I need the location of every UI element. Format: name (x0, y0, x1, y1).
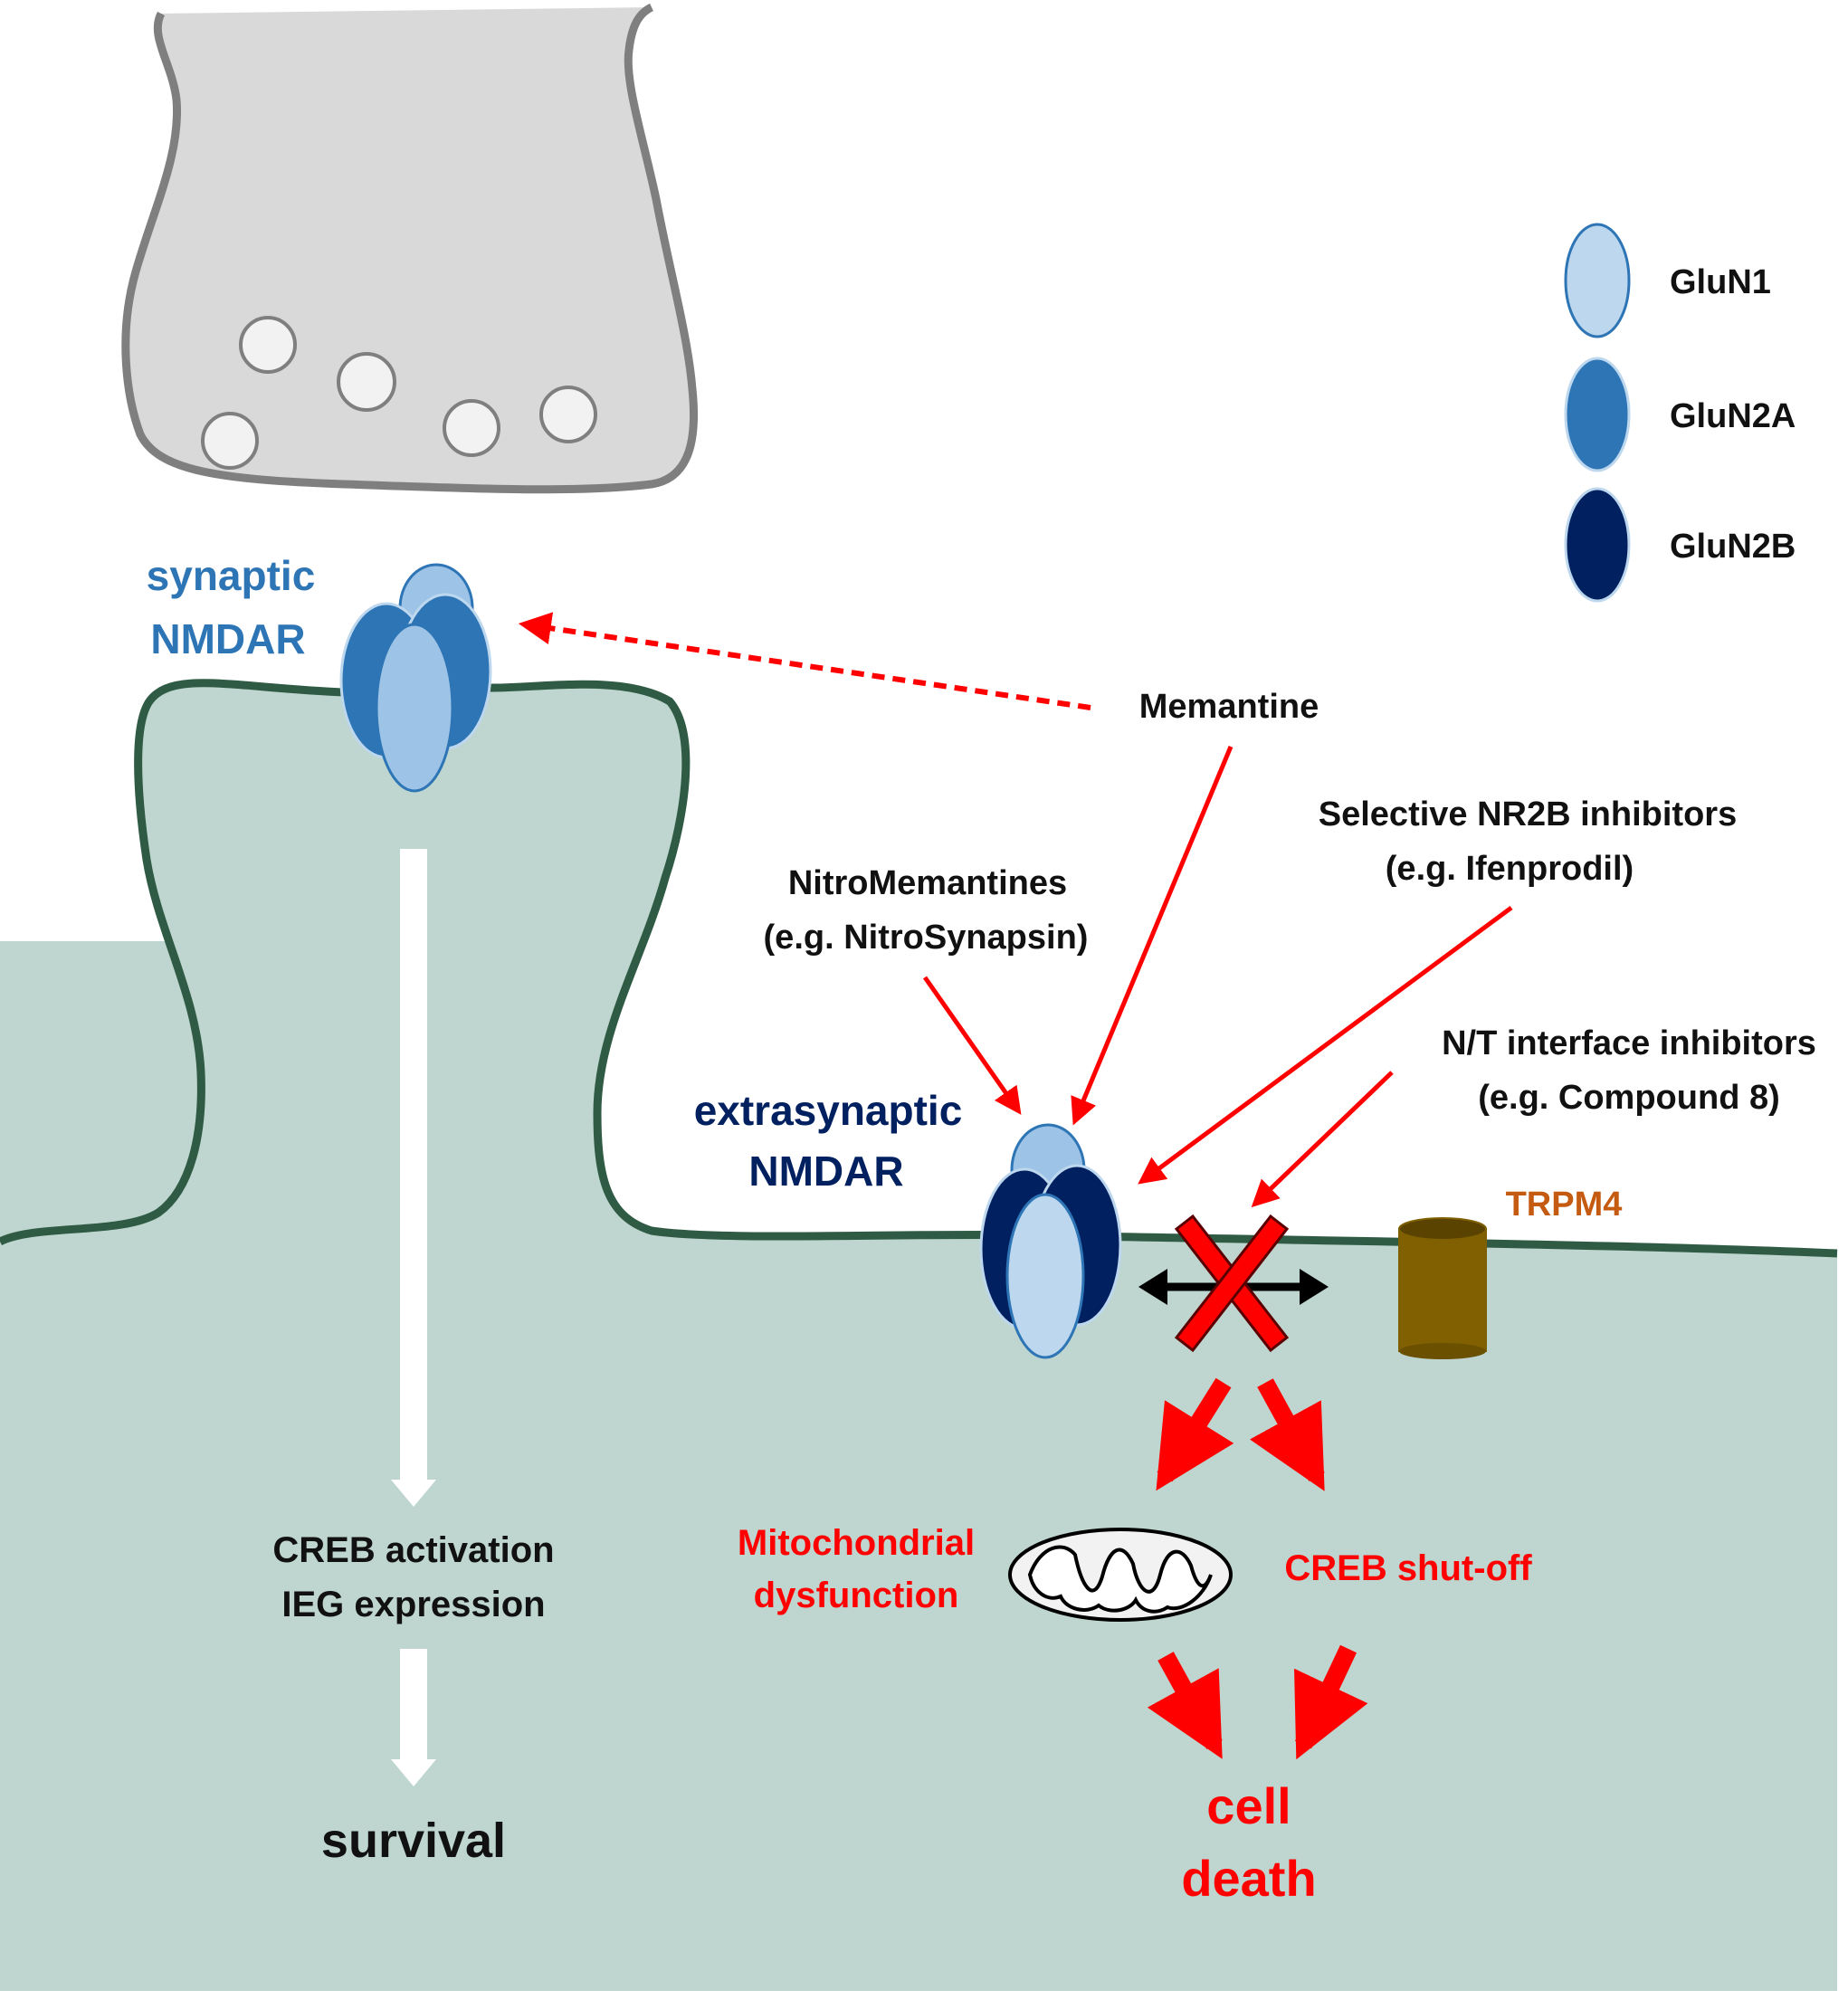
presynaptic-terminal (121, 3, 698, 494)
synaptic-vesicles (201, 316, 597, 470)
legend-glun2a-swatch (1564, 357, 1631, 472)
survival-arrow-shaft (400, 1649, 427, 1762)
ieg-expression-label: IEG expression (281, 1585, 545, 1624)
memantine-extrasynaptic-arrow (1071, 746, 1234, 1126)
mitochondrial-dysfunction-label: Mitochondrial (738, 1523, 975, 1563)
synaptic-vesicle (337, 352, 396, 412)
mitochondrion-icon (1008, 1528, 1233, 1622)
synaptic-vesicle (539, 386, 597, 443)
interaction-arrow-left (1138, 1269, 1167, 1305)
cell-membrane (0, 679, 1838, 1258)
trpm4-label: TRPM4 (1506, 1186, 1623, 1224)
extrasynaptic-nmdar-label: NMDAR (748, 1148, 903, 1195)
legend-glun2b-swatch (1564, 487, 1631, 603)
synaptic-vesicle (239, 316, 297, 374)
synaptic-nmdar (339, 563, 492, 793)
trpm4-body (1398, 1228, 1487, 1352)
legend-glun2a-label: GluN2A (1670, 397, 1796, 435)
nr2b-inhibitor-label: Selective NR2B inhibitors (1319, 795, 1737, 833)
survival-label: survival (321, 1814, 506, 1868)
creb-activation-label: CREB activation (272, 1530, 554, 1570)
legend-glun1-swatch (1564, 223, 1631, 338)
synaptic-vesicle (201, 412, 259, 470)
nr2b-inhibitor-arrow (1138, 905, 1513, 1185)
blocked-x-icon (1174, 1214, 1290, 1353)
cell-death-label: cell (1206, 1777, 1291, 1834)
legend-glun2b-label: GluN2B (1670, 528, 1796, 566)
death-arrows (1147, 1377, 1368, 1760)
interaction-arrow-right (1300, 1269, 1329, 1305)
extrasynaptic-nmdar (979, 1123, 1122, 1359)
memantine-label: Memantine (1139, 688, 1319, 726)
survival-arrow-shaft (400, 849, 427, 1482)
trpm4-bottom (1399, 1343, 1486, 1359)
nitromemantine-example: (e.g. NitroSynapsin) (764, 919, 1089, 957)
synaptic-vesicle (443, 399, 500, 457)
survival-arrow-head (391, 1480, 436, 1507)
creb-shutoff-label: CREB shut-off (1284, 1548, 1532, 1588)
memantine-synaptic-arrow (518, 612, 1091, 710)
drug-arrows (518, 612, 1513, 1208)
nr2b-inhibitor-example: (e.g. Ifenprodil) (1386, 850, 1634, 888)
cell-death-label: death (1181, 1850, 1316, 1907)
glun1-subunit (375, 623, 454, 793)
nt-inhibitor-arrow (1251, 1071, 1394, 1208)
nitromemantine-label: NitroMemantines (788, 864, 1067, 902)
trpm4-top (1398, 1217, 1487, 1241)
trpm4-channel (1398, 1217, 1487, 1359)
nt-inhibitor-example: (e.g. Compound 8) (1478, 1079, 1780, 1117)
to-mitochondria-arrow (1156, 1377, 1234, 1491)
glun1-subunit (1005, 1193, 1085, 1359)
nmdar-trpm4-interaction (1138, 1214, 1329, 1353)
survival-arrow-head (391, 1759, 436, 1786)
legend: GluN1 GluN2A GluN2B (1564, 223, 1796, 603)
mito-to-death-arrow (1147, 1652, 1223, 1759)
legend-glun1-label: GluN1 (1670, 263, 1771, 301)
nt-inhibitor-label: N/T interface inhibitors (1442, 1024, 1816, 1062)
synaptic-nmdar-label: NMDAR (150, 615, 305, 662)
extrasynaptic-nmdar-label: extrasynaptic (694, 1087, 963, 1134)
to-creb-shutoff-arrow (1249, 1378, 1325, 1491)
creb-to-death-arrow (1294, 1644, 1368, 1760)
mitochondrial-dysfunction-label: dysfunction (754, 1576, 959, 1615)
synaptic-nmdar-label: synaptic (147, 552, 316, 599)
cell-interior (0, 682, 1837, 1991)
survival-arrows (391, 849, 436, 1786)
nitromemantine-arrow (922, 976, 1022, 1115)
